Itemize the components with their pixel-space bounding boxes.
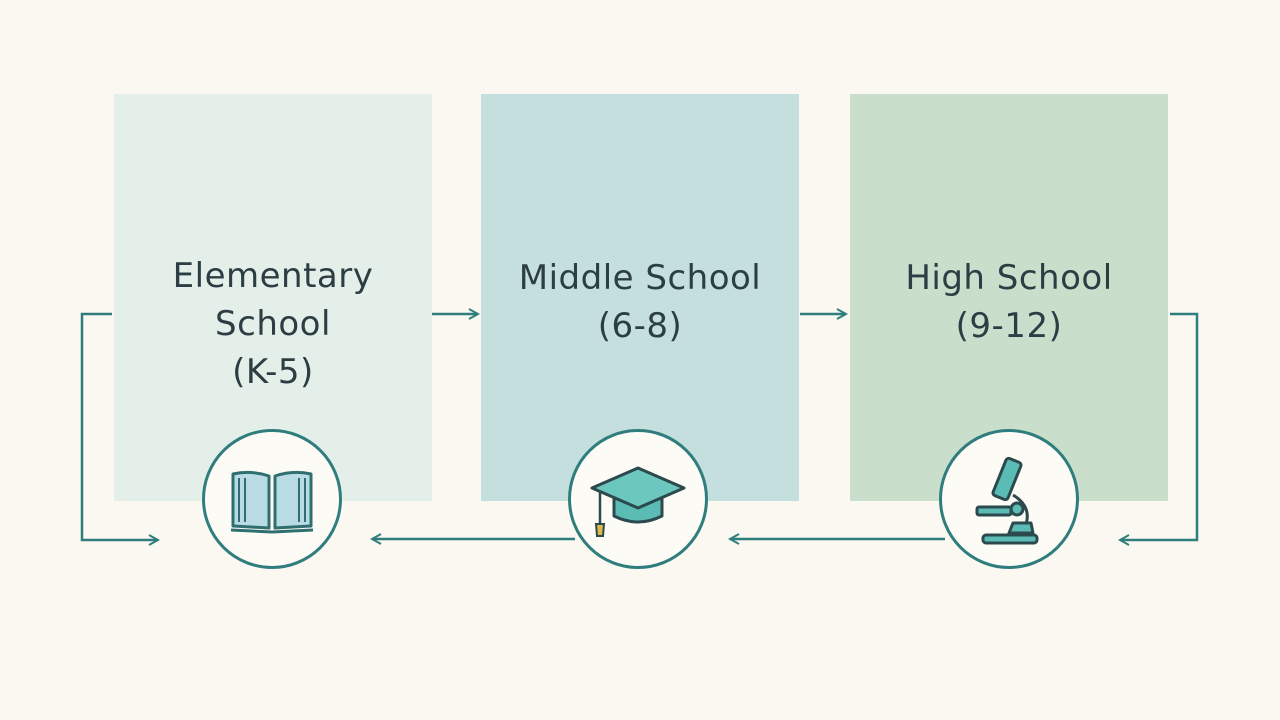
stage-title-high: High School (9-12): [905, 258, 1113, 346]
microscope-icon: [975, 456, 1039, 545]
arrow-right-loop: [1120, 312, 1199, 540]
stage-title-elementary: Elementary School (K-5): [172, 256, 374, 392]
book-icon-circle: [202, 429, 342, 569]
open-book-icon: [230, 470, 314, 534]
microscope-icon-circle: [939, 429, 1079, 569]
stage-title-middle: Middle School (6-8): [518, 258, 762, 346]
graduation-cap-icon: [590, 466, 686, 537]
stage-box-high: High School (9-12): [850, 94, 1168, 501]
arrow-left-loop: [80, 312, 158, 540]
graduation-cap-icon-circle: [568, 429, 708, 569]
